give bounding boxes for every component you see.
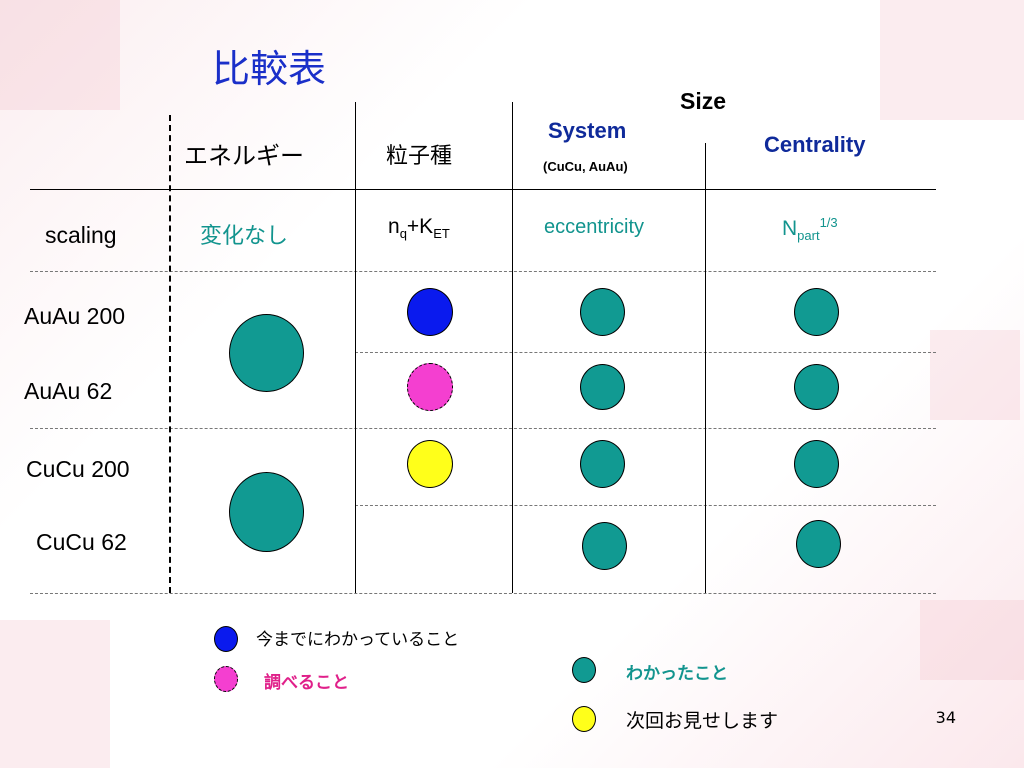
scaling-label: scaling	[45, 222, 117, 248]
legend-found-label: わかったこと	[626, 664, 728, 684]
row-divider	[355, 352, 936, 353]
row-label: CuCu 200	[26, 456, 130, 482]
legend-known-swatch	[214, 626, 238, 652]
legend-known-label: 今までにわかっていること	[256, 630, 460, 650]
status-circle-found	[794, 364, 839, 410]
status-circle-to-study	[407, 363, 453, 411]
column-divider	[169, 115, 171, 593]
row-divider	[355, 505, 936, 506]
legend-to-study-swatch	[214, 666, 238, 692]
row-divider	[30, 593, 936, 594]
energy-header: エネルギー	[184, 142, 304, 170]
status-circle-found	[229, 314, 304, 392]
system-scaling: eccentricity	[544, 216, 645, 238]
header-divider	[30, 189, 936, 190]
status-circle-next-time	[407, 440, 453, 488]
status-circle-found	[794, 288, 839, 336]
status-circle-found	[229, 472, 304, 552]
row-label: CuCu 62	[36, 529, 127, 555]
species-scaling: nq+KET	[388, 215, 450, 242]
centrality-header: Centrality	[764, 132, 866, 157]
row-divider	[30, 428, 936, 429]
page-number: 34	[935, 708, 956, 727]
row-label: AuAu 200	[24, 303, 126, 329]
species-header: 粒子種	[386, 144, 453, 169]
status-circle-found	[794, 440, 839, 488]
energy-scaling: 変化なし	[200, 224, 289, 249]
column-divider	[705, 143, 706, 593]
legend-found-swatch	[572, 657, 596, 683]
legend-next-time-swatch	[572, 706, 596, 732]
legend-next-time-label: 次回お見せします	[626, 710, 779, 732]
system-header: System	[548, 118, 627, 143]
column-divider	[512, 102, 513, 593]
slide-title: 比較表	[212, 47, 327, 91]
status-circle-found	[580, 288, 625, 336]
row-label: AuAu 62	[24, 378, 113, 404]
centrality-scaling: Npart1/3	[782, 215, 838, 244]
size-header: Size	[680, 88, 727, 114]
status-circle-found	[580, 364, 625, 410]
row-divider	[30, 271, 936, 272]
status-circle-found	[582, 522, 627, 570]
system-subheader: (CuCu, AuAu)	[543, 159, 628, 174]
column-divider	[355, 102, 356, 593]
status-circle-known	[407, 288, 453, 336]
status-circle-found	[580, 440, 625, 488]
status-circle-found	[796, 520, 841, 568]
legend-to-study-label: 調べること	[264, 673, 349, 693]
